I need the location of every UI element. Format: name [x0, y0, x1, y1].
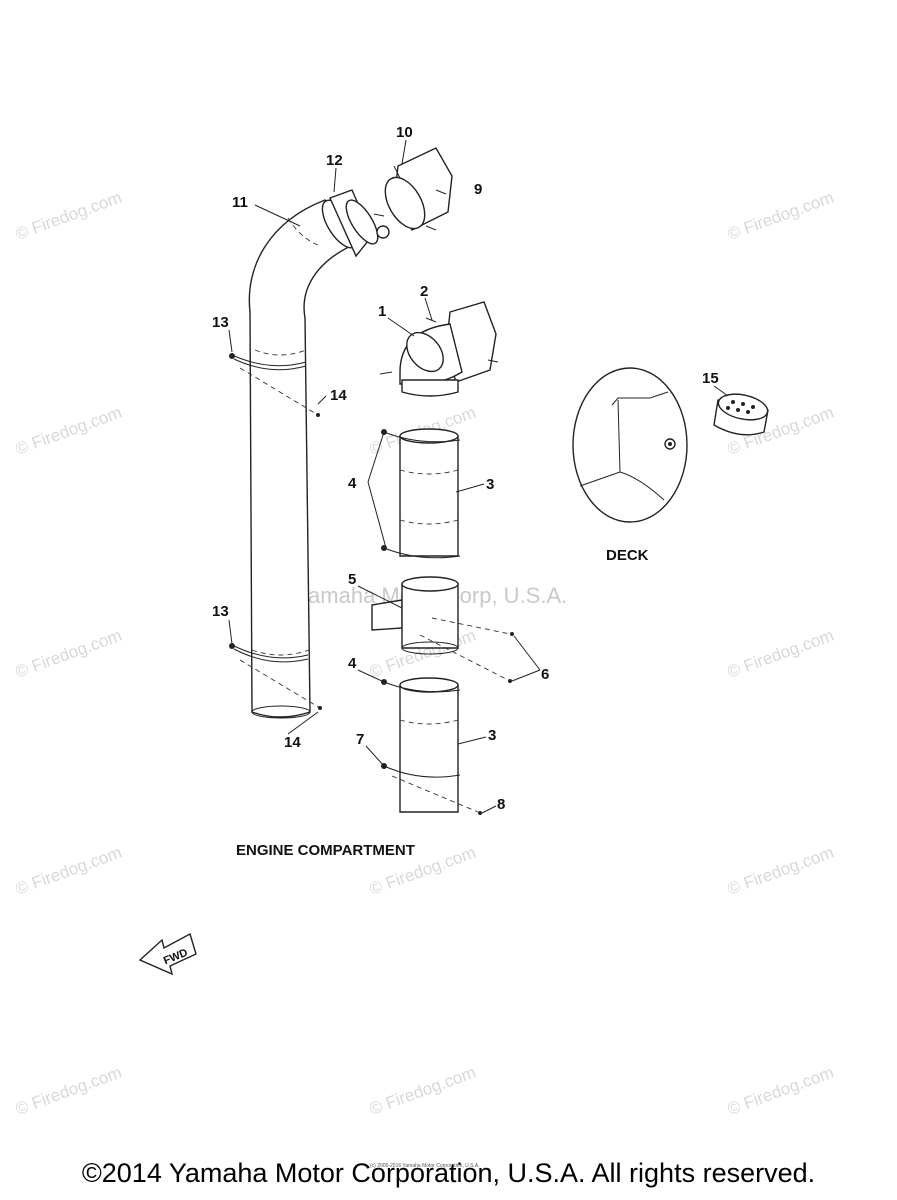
forward-arrow-icon: FWD — [138, 932, 197, 976]
clamp-13-upper — [229, 353, 320, 417]
callout-4: 4 — [348, 655, 357, 672]
callout-8: 8 — [497, 796, 505, 813]
hose-3-lower — [381, 677, 482, 815]
watermark: © Firedog.com — [13, 403, 124, 459]
callout-2: 2 — [420, 283, 428, 300]
callout-1: 1 — [378, 303, 386, 320]
callout-numbers: 10 12 9 11 2 1 13 14 15 4 3 5 13 4 6 3 1… — [212, 124, 719, 813]
watermark: © Firedog.com — [13, 626, 124, 682]
hose-3-upper — [381, 428, 461, 559]
callout-13: 13 — [212, 314, 229, 331]
vent-cap-15 — [713, 393, 769, 436]
callout-9: 9 — [474, 181, 482, 198]
callout-6: 6 — [541, 666, 549, 683]
deck-detail — [572, 367, 688, 523]
engine-compartment-caption: ENGINE COMPARTMENT — [236, 842, 415, 859]
watermark: © Firedog.com — [13, 1063, 124, 1119]
callout-4: 4 — [348, 475, 357, 492]
watermark: © Firedog.com — [367, 1063, 478, 1119]
elbow-1 — [379, 301, 499, 397]
fine-print: (c) 2005-2016 Yamaha Motor Corporation, … — [370, 1163, 480, 1169]
watermark: © Firedog.com — [725, 626, 836, 682]
callout-14: 14 — [330, 387, 347, 404]
callout-15: 15 — [702, 370, 719, 387]
watermark: © Firedog.com — [13, 843, 124, 899]
coupling-5 — [371, 576, 514, 683]
callout-3: 3 — [488, 727, 496, 744]
watermark: © Firedog.com — [13, 188, 124, 244]
watermark: © Firedog.com — [725, 188, 836, 244]
copyright-notice: ©2014 Yamaha Motor Corporation, U.S.A. A… — [81, 1158, 816, 1188]
callout-14: 14 — [284, 734, 301, 751]
deck-caption: DECK — [606, 547, 649, 564]
exhaust-pipe-11 — [248, 189, 379, 719]
flange-fitting-10 — [373, 147, 453, 239]
watermark: © Firedog.com — [725, 843, 836, 899]
callout-7: 7 — [356, 731, 364, 748]
callout-12: 12 — [326, 152, 343, 169]
callout-5: 5 — [348, 571, 356, 588]
watermark: © Firedog.com — [725, 1063, 836, 1119]
callout-3: 3 — [486, 476, 494, 493]
callout-11: 11 — [232, 194, 248, 211]
callout-10: 10 — [396, 124, 413, 141]
leader-lines — [228, 139, 729, 814]
watermark-layer: © Firedog.com © Firedog.com © Firedog.co… — [13, 188, 836, 1119]
callout-13: 13 — [212, 603, 229, 620]
clamp-13-lower — [229, 643, 322, 710]
